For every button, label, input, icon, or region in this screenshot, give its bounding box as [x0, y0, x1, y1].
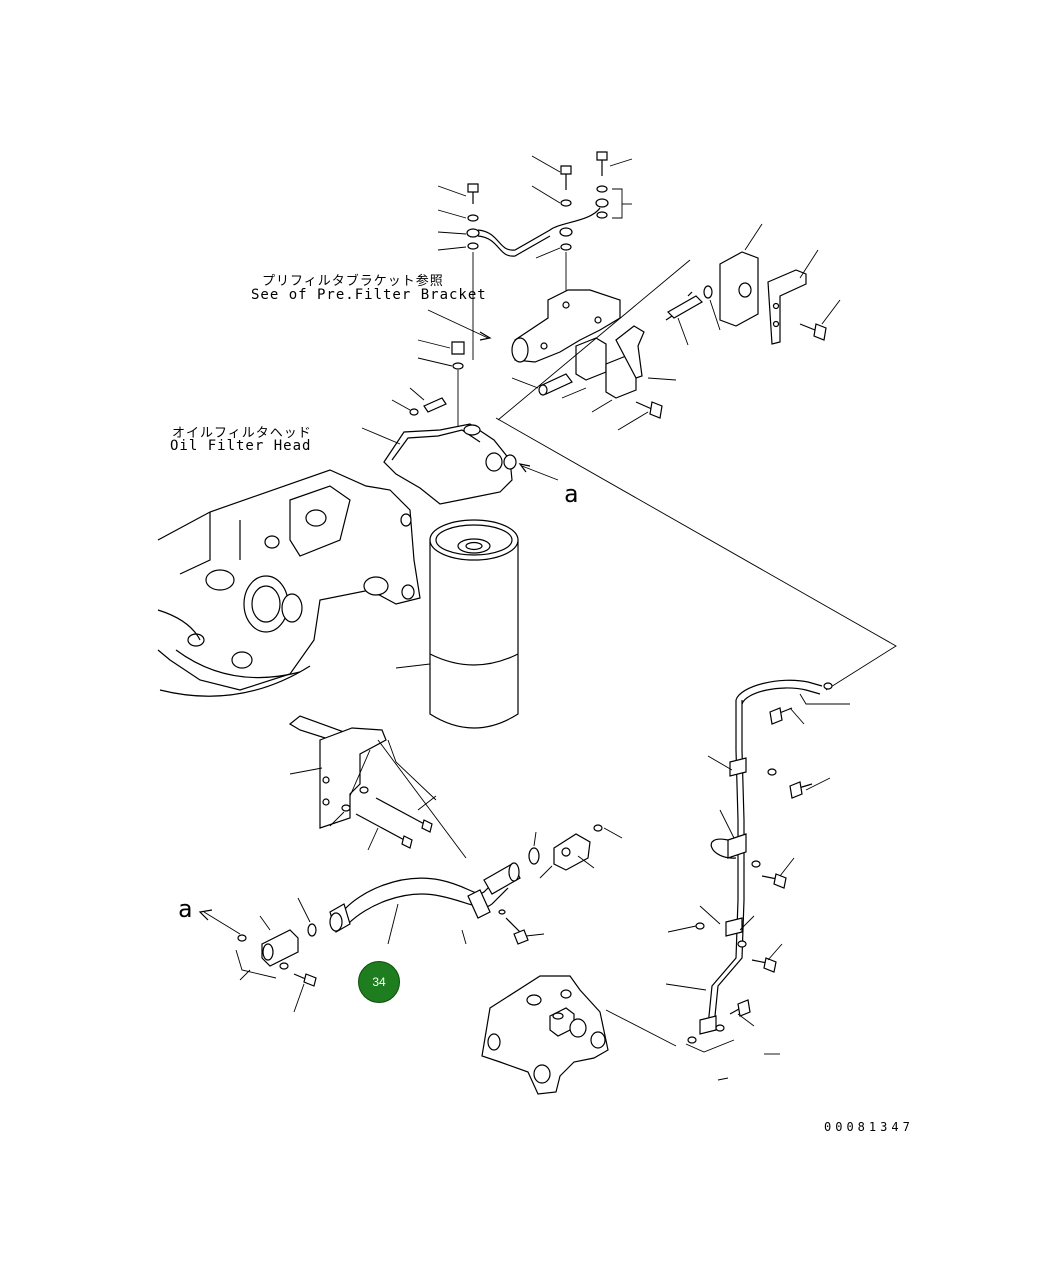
pipe-assembly-right: [665, 679, 850, 1081]
l-bracket-right: [767, 249, 819, 345]
top-small-tube: [477, 207, 601, 251]
engine-block: [157, 469, 421, 697]
routing-line: [497, 259, 691, 421]
long-bolts: [329, 739, 467, 859]
oil-filter-head: [361, 423, 517, 505]
top-bolt-middle: [531, 155, 573, 259]
fitting-sensor: [665, 285, 721, 346]
spacer-sleeve: [511, 373, 573, 396]
pre-filter-bracket-label-en: See of Pre.Filter Bracket: [251, 287, 487, 303]
oil-hose-34: [329, 862, 553, 945]
pipe-clamp-bolts: [729, 707, 831, 1055]
pipe-bracket-left: [288, 715, 387, 829]
oil-filter-cartridge: [395, 519, 519, 729]
view-marker-a-top: a: [564, 480, 579, 508]
top-bolt-right: [595, 151, 633, 219]
part-callout-34[interactable]: 34: [358, 961, 400, 1003]
mounting-block: [719, 223, 763, 327]
bolt-bracket-right: [799, 299, 841, 341]
union-fitting-left: [198, 909, 317, 1013]
head-side-bolt: [391, 387, 447, 416]
pump-body: [481, 975, 677, 1095]
head-bolt: [417, 339, 465, 430]
top-bolt-left: [437, 183, 480, 251]
view-marker-a-bottom: a: [178, 895, 193, 923]
hose-clamp-bolt: [498, 909, 545, 945]
bolt-clip-lower: [561, 377, 677, 431]
oil-filter-head-label-en: Oil Filter Head: [170, 438, 312, 454]
oil-filter-head-label-jp: オイルフィルタヘッド: [172, 426, 312, 441]
clamp-block: [553, 824, 623, 871]
document-number: 00081347: [824, 1120, 914, 1134]
arrow-a-top-line: [521, 465, 559, 481]
pre-filter-bracket-label-jp: プリフィルタブラケット参照: [262, 274, 444, 289]
o-ring-hose: [297, 831, 540, 937]
